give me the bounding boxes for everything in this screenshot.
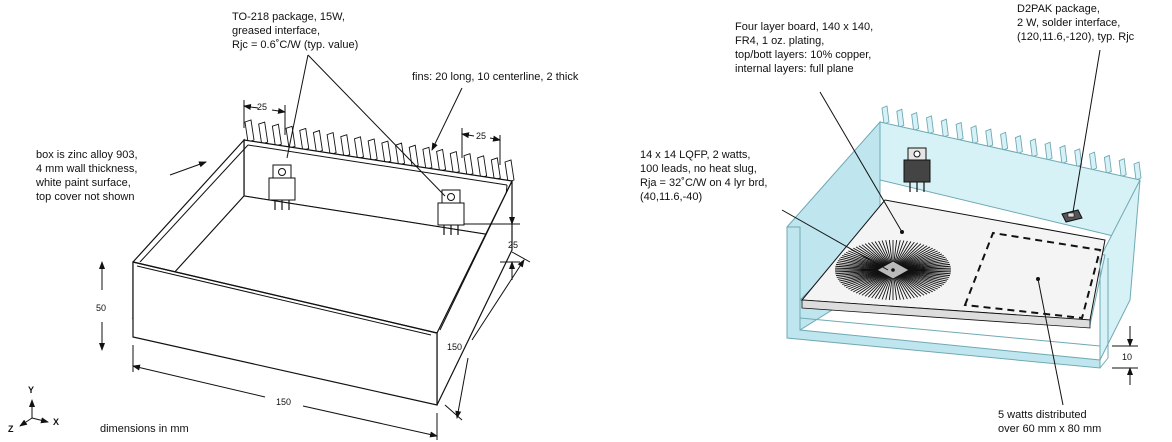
fin [1059,144,1068,165]
fin [940,118,949,138]
fins-leader [431,87,463,151]
dimension-25-fins-right: 25 [461,128,501,165]
fin [504,159,515,183]
lqfp-leader [781,209,889,271]
fin [381,140,392,164]
enclosure-box [131,138,513,406]
fin [1029,138,1038,158]
fin [477,155,488,179]
to218-leader-right [307,54,446,197]
fin [299,127,310,152]
fin [312,129,323,154]
fin [490,157,501,181]
fin [353,136,364,160]
svg-text:150: 150 [447,342,462,352]
lqfp-label: 14 x 14 LQFP, 2 watts, 100 leads, no hea… [640,149,771,203]
to218-package-on-board [903,147,931,192]
dimension-10: 10 [1112,326,1138,385]
axis-triad: Y X Z [8,385,59,434]
fin [985,128,994,148]
to218-package-left [268,164,296,210]
fin [955,121,964,142]
box-label: box is zinc alloy 903, 4 mm wall thickne… [35,149,141,203]
dimension-50-height: 50 [96,261,106,351]
axis-z-label: Z [8,424,14,434]
fin [1014,135,1023,155]
fin [925,115,934,135]
d2pak-package [1061,209,1083,223]
board-leader [819,91,903,233]
pcb-board-edge [801,299,1091,329]
fin [326,132,337,156]
fin [1103,154,1112,175]
lqfp-center-dot [891,268,895,272]
axis-y-label: Y [28,385,34,395]
dimension-25-side: 25 [464,205,520,280]
d2pak-leader [1072,49,1101,213]
dimension-150-front: 150 [132,345,438,440]
fin [896,108,905,128]
heat-sink-fins [244,119,515,183]
svg-text:50: 50 [96,303,106,313]
distributed-label: 5 watts distributed over 60 mm x 80 mm [998,409,1101,435]
d2pak-label: D2PAK package, 2 W, solder interface, (1… [1017,3,1135,43]
fin [1074,148,1083,168]
to218-leader-left [286,54,309,159]
dimensions-note: dimensions in mm [100,423,189,435]
heat-sink-fins-right [881,105,1142,181]
fin [258,121,269,145]
dimension-150-side: 150 [444,251,531,421]
left-enclosure-figure: TO-218 package, 15W, greased interface, … [8,11,579,440]
right-enclosure-figure: Four layer board, 140 x 140, FR4, 1 oz. … [640,3,1142,435]
lqfp-chip [835,240,951,300]
fin [285,125,296,149]
distributed-heat-region [963,231,1102,320]
fins-label: fins: 20 long, 10 centerline, 2 thick [412,71,579,83]
fin [367,138,378,162]
svg-text:25: 25 [476,131,486,141]
fin [1133,161,1142,181]
fin [1044,141,1053,161]
fin [340,134,351,158]
fin [881,105,890,125]
svg-text:150: 150 [276,397,291,407]
box-leader [169,161,207,176]
to218-label: TO-218 package, 15W, greased interface, … [232,11,358,51]
fin [271,123,282,147]
to218-package-right [437,189,465,235]
distributed-leader [1037,278,1064,406]
fin [244,119,255,143]
board-label: Four layer board, 140 x 140, FR4, 1 oz. … [735,21,876,75]
fin [1000,131,1009,151]
fin [436,148,447,173]
dimension-25-fins-left: 25 [243,100,286,135]
fin [970,125,979,145]
fin [463,153,474,177]
svg-text:10: 10 [1122,352,1132,362]
fin [1118,158,1127,178]
fin [911,111,920,132]
fin [449,150,460,175]
svg-text:25: 25 [508,240,518,250]
fin [1089,151,1098,171]
svg-text:25: 25 [257,102,267,112]
axis-x-label: X [53,417,59,427]
fin [422,146,433,170]
